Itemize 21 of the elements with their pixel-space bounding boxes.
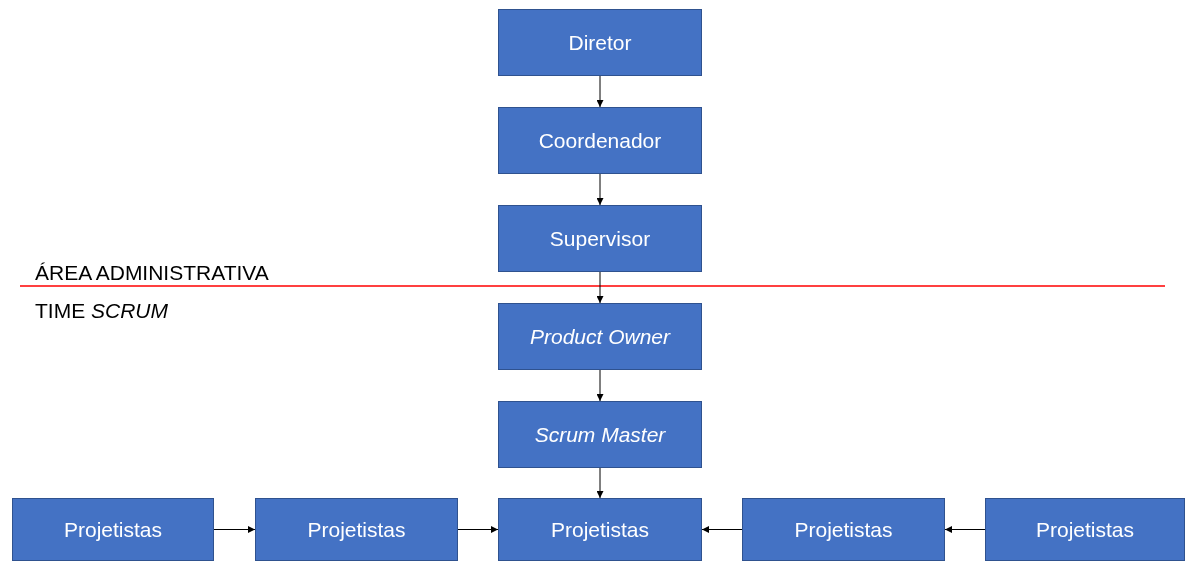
arrow: [596, 271, 604, 304]
arrow: [213, 526, 256, 533]
section-label: TIME SCRUM: [35, 299, 168, 323]
role-box: Coordenador: [498, 107, 702, 174]
arrow: [701, 526, 743, 533]
role-box: Scrum Master: [498, 401, 702, 468]
role-box: Projetistas: [985, 498, 1185, 561]
section-label: ÁREA ADMINISTRATIVA: [35, 261, 269, 285]
arrow: [944, 526, 986, 533]
role-box: Projetistas: [255, 498, 458, 561]
arrow: [596, 75, 604, 108]
arrow: [596, 369, 604, 402]
role-box: Projetistas: [498, 498, 702, 561]
role-box: Product Owner: [498, 303, 702, 370]
role-box: Supervisor: [498, 205, 702, 272]
role-box: Projetistas: [742, 498, 945, 561]
role-box: Diretor: [498, 9, 702, 76]
arrow: [457, 526, 499, 533]
arrow: [596, 173, 604, 206]
role-box: Projetistas: [12, 498, 214, 561]
arrow: [596, 467, 604, 499]
